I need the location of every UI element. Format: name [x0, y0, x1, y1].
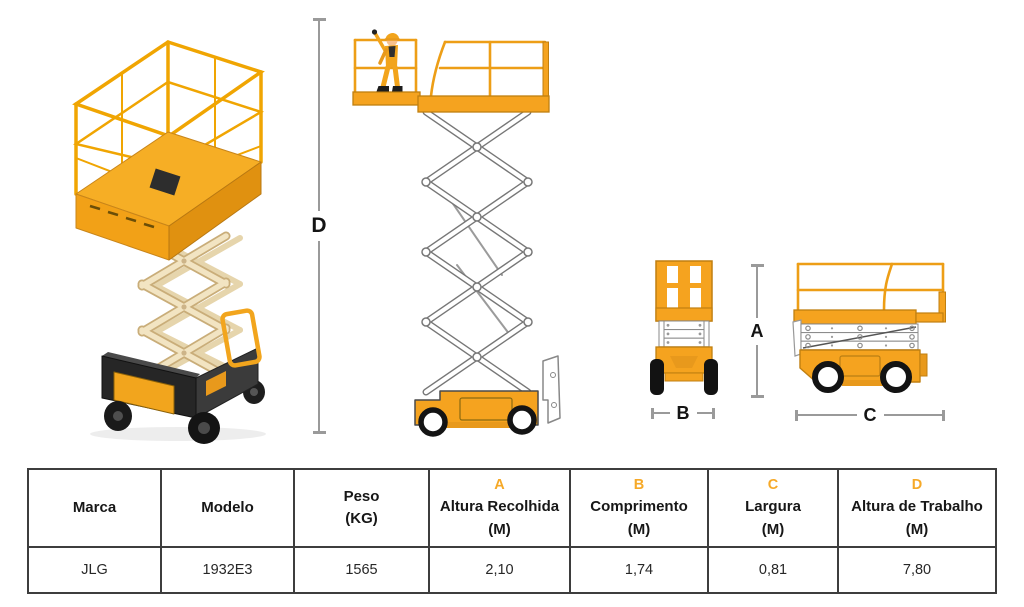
front-wheels — [650, 359, 718, 395]
column-header-altura-recolhida: A Altura Recolhida (M) — [428, 468, 571, 548]
dimension-segment — [798, 414, 857, 416]
photo-scissor-mechanism — [137, 231, 243, 383]
cell-altura-de-trabalho: 7,80 — [837, 546, 997, 594]
dimension-label-b: B — [676, 402, 690, 423]
column-letter: B — [633, 476, 645, 493]
spec-table: Marca Modelo Peso (KG) A Altura Recolhid… — [27, 468, 997, 594]
column-unit: (M) — [488, 520, 511, 538]
column-name: Peso — [343, 487, 380, 505]
cell-comprimento: 1,74 — [569, 546, 709, 594]
dimension-segment — [883, 414, 942, 416]
diagram-outrigger-bracket — [542, 355, 561, 424]
photo-platform-deck — [75, 131, 262, 261]
dimension-tick — [651, 407, 654, 419]
worker-bib — [388, 46, 396, 57]
column-name: Largura — [745, 498, 801, 516]
column-letter: A — [494, 476, 505, 493]
dimension-segment — [318, 21, 320, 211]
worker-boot — [392, 86, 403, 92]
column-unit: (M) — [905, 520, 929, 538]
diagram-scissors — [421, 108, 533, 396]
diagram-wheels — [418, 405, 537, 437]
dimension-tick — [750, 395, 764, 398]
worker-boot — [376, 86, 389, 92]
dimension-tick — [795, 409, 798, 421]
cell-modelo: 1932E3 — [160, 546, 295, 594]
side-scissor-stack — [792, 319, 919, 357]
dimension-segment — [696, 412, 712, 414]
column-header-modelo: Modelo — [160, 468, 295, 548]
diagram-platform-deck — [352, 91, 550, 113]
dimension-segment — [756, 267, 758, 318]
dimension-label-d: D — [311, 214, 327, 237]
product-photo-scissor-lift — [72, 40, 266, 444]
column-unit: (KG) — [345, 510, 378, 527]
column-name: Modelo — [201, 498, 254, 516]
front-cage — [655, 260, 713, 322]
worker-glove — [371, 29, 378, 35]
column-header-comprimento: B Comprimento (M) — [569, 468, 709, 548]
side-guardrails — [796, 262, 945, 314]
diagram-side-view-stowed — [792, 262, 946, 393]
worker-helmet — [385, 32, 400, 40]
dimension-tick — [712, 407, 715, 419]
dimension-line-d: D — [308, 18, 330, 434]
dimension-line-a: A — [746, 264, 768, 398]
photo-base — [101, 308, 265, 444]
column-header-altura-de-trabalho: D Altura de Trabalho (M) — [837, 468, 997, 548]
cell-altura-recolhida: 2,10 — [428, 546, 571, 594]
cell-marca: JLG — [27, 546, 162, 594]
dimension-line-b: B — [651, 402, 715, 423]
side-chassis — [799, 349, 928, 393]
dimension-segment — [318, 241, 320, 431]
column-header-marca: Marca — [27, 468, 162, 548]
dimension-tick — [312, 431, 326, 434]
column-name: Comprimento — [590, 498, 688, 516]
dimension-tick — [312, 18, 326, 21]
side-wheels — [812, 361, 912, 393]
side-platform-deck — [793, 309, 944, 325]
diagram-front-view-stowed — [650, 260, 718, 395]
photo-wheels — [104, 388, 258, 444]
cell-peso: 1565 — [293, 546, 430, 594]
column-unit: (M) — [627, 520, 651, 538]
column-name: Marca — [72, 498, 117, 516]
diagram-extended-lift — [352, 29, 561, 437]
dimension-label-a: A — [750, 320, 764, 341]
column-header-largura: C Largura (M) — [707, 468, 839, 548]
dimension-tick — [942, 409, 945, 421]
diagram-chassis — [414, 355, 561, 437]
front-chassis — [650, 346, 718, 395]
cell-largura: 0,81 — [707, 546, 839, 594]
worker-figure — [371, 29, 403, 92]
dimension-line-c: C — [795, 404, 945, 425]
photo-cage — [72, 40, 265, 228]
dimension-segment — [654, 412, 670, 414]
photo-ground-shadow — [90, 427, 266, 441]
spec-table-data-row: JLG 1932E3 1565 2,10 1,74 0,81 7,80 — [27, 546, 997, 594]
spec-table-header-row: Marca Modelo Peso (KG) A Altura Recolhid… — [27, 468, 997, 548]
photo-control-box — [149, 168, 181, 196]
column-header-peso: Peso (KG) — [293, 468, 430, 548]
column-name: Altura de Trabalho — [851, 498, 983, 516]
diagram-rail-endcap — [542, 41, 549, 98]
column-name: Altura Recolhida — [439, 498, 560, 516]
dimension-tick — [750, 264, 764, 267]
dimension-segment — [756, 344, 758, 395]
photo-fold-rail — [220, 308, 262, 368]
front-scissor-stack — [658, 320, 710, 348]
column-unit: (M) — [761, 520, 785, 538]
column-letter: D — [911, 476, 923, 493]
diagram-guardrails — [353, 38, 547, 98]
column-letter: C — [767, 476, 779, 493]
dimension-label-c: C — [863, 404, 877, 425]
